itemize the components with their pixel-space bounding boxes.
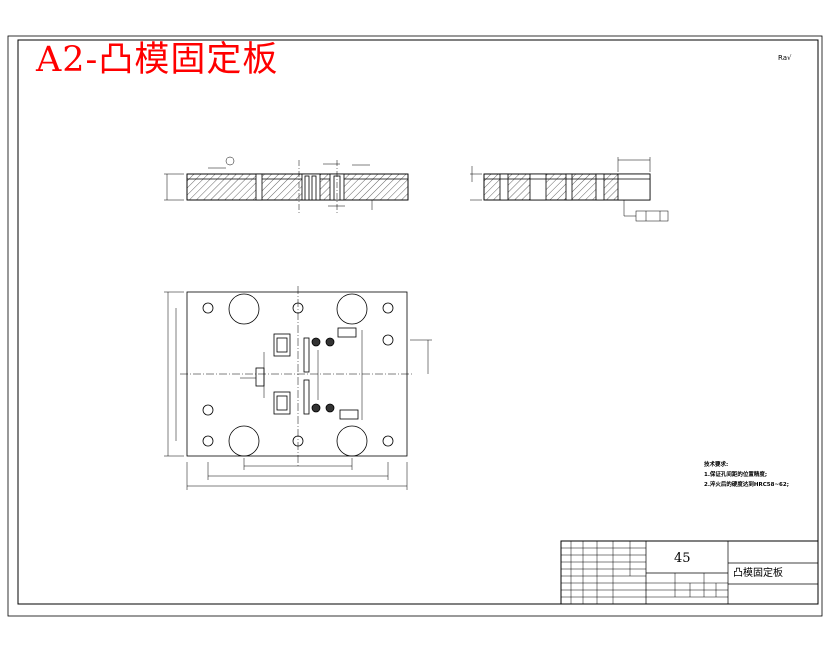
plan-view [164, 286, 432, 490]
drawing-title: A2-凸模固定板 [36, 40, 279, 80]
part-name: 凸模固定板 [733, 568, 783, 579]
side-section-view [470, 157, 669, 222]
inner-frame [17, 39, 819, 605]
technical-requirement-item: 2.淬火后的硬度达到HRC58~62; [704, 482, 789, 488]
outer-frame [7, 35, 823, 617]
technical-requirement-item: 1.保证孔间距的位置精度; [704, 472, 768, 478]
surface-roughness-symbol: Ra√ [778, 54, 792, 62]
material-label: 45 [674, 551, 691, 566]
title-block [560, 540, 819, 605]
technical-requirements: 技术要求: 1.保证孔间距的位置精度; 2.淬火后的硬度达到HRC58~62; [704, 460, 789, 490]
front-section-view [164, 156, 409, 214]
technical-requirements-heading: 技术要求: [704, 462, 729, 468]
